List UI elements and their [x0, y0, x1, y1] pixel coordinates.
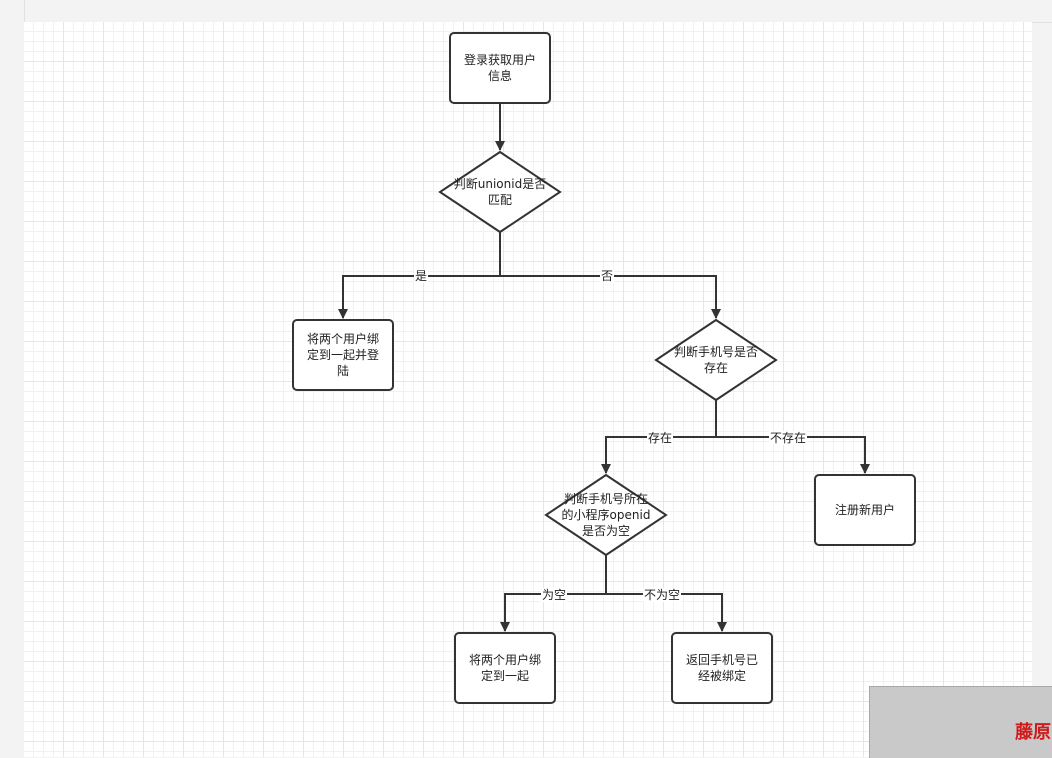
edge-phone-not-exists	[716, 436, 870, 474]
node-bind-together[interactable]	[454, 632, 556, 704]
node-login[interactable]	[449, 32, 551, 104]
node-check-openid[interactable]	[544, 473, 668, 557]
watermark-text: 藤原	[1015, 722, 1051, 743]
edge-unionid-no	[500, 275, 721, 319]
node-bind-login[interactable]	[292, 319, 394, 391]
edge-label-not-exists: 不存在	[769, 431, 808, 445]
node-check-unionid[interactable]	[438, 150, 562, 234]
node-register[interactable]	[814, 474, 916, 546]
edge-label-not-empty: 不为空	[643, 588, 682, 602]
edge-label-no: 否	[600, 269, 615, 283]
edge-label-exists: 存在	[647, 431, 674, 445]
edge-label-yes: 是	[414, 269, 429, 283]
node-already-bound[interactable]	[671, 632, 773, 704]
edge-label-empty: 为空	[541, 588, 568, 602]
node-check-phone[interactable]	[654, 318, 778, 402]
watermark-overlay: 藤原	[869, 686, 1052, 758]
